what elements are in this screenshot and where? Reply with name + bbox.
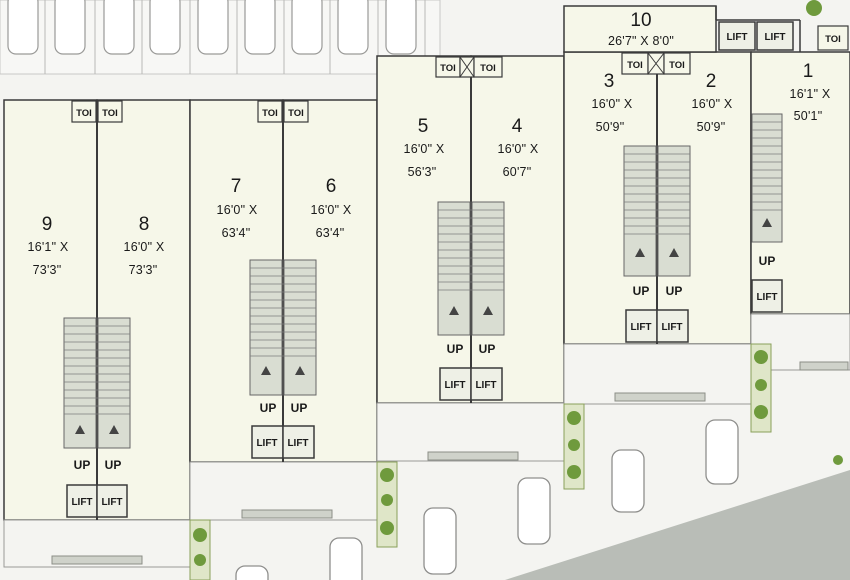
unit-8-number: 8 <box>139 214 150 235</box>
toilet-6 <box>283 100 309 123</box>
unit-5-number: 5 <box>418 116 429 137</box>
lift-label-7: LIFT <box>256 438 277 449</box>
lift-label-3: LIFT <box>630 322 651 333</box>
lift-label-2: LIFT <box>661 322 682 333</box>
lift-label-4: LIFT <box>475 380 496 391</box>
frontage-5-4 <box>376 402 565 462</box>
road <box>505 470 850 580</box>
up-label-9: UP <box>74 458 91 472</box>
toilet-label-5: TOI <box>440 63 456 74</box>
shop-8-floor <box>96 99 191 521</box>
up-label-6: UP <box>291 401 308 415</box>
lift-9 <box>66 484 98 518</box>
unit-3-depth: 50'9" <box>596 120 625 134</box>
lift-label-1: LIFT <box>756 292 777 303</box>
lift-label-6: LIFT <box>287 438 308 449</box>
toilet-label-4: TOI <box>480 63 496 74</box>
lift-label-5: LIFT <box>444 380 465 391</box>
staircase-5 <box>437 201 471 336</box>
unit-4-number: 4 <box>512 116 523 137</box>
toilet-8 <box>97 100 123 123</box>
lift-label-8: LIFT <box>101 497 122 508</box>
unit-2-width: 16'0" X <box>692 97 733 111</box>
unit-2-depth: 50'9" <box>697 120 726 134</box>
parked-cars <box>235 419 739 580</box>
unit-6-width: 16'0" X <box>311 203 352 217</box>
unit-5-depth: 56'3" <box>408 165 437 179</box>
unit-6-depth: 63'4" <box>316 226 345 240</box>
top-parking <box>0 0 441 75</box>
unit-8-width: 16'0" X <box>124 240 165 254</box>
lift-label-10-a: LIFT <box>726 32 747 43</box>
toilet-label-9: TOI <box>76 108 92 119</box>
lift-6 <box>282 425 315 459</box>
unit-1-depth: 50'1" <box>794 109 823 123</box>
lift-label-10-b: LIFT <box>764 32 785 43</box>
unit-1-width: 16'1" X <box>790 87 831 101</box>
lift-10-b <box>756 21 794 51</box>
unit-8-depth: 73'3" <box>129 263 158 277</box>
lift-2 <box>656 309 689 343</box>
lift-label-9: LIFT <box>71 497 92 508</box>
staircase-4 <box>471 201 505 336</box>
toilet-label-2: TOI <box>669 60 685 71</box>
unit-1-number: 1 <box>803 61 814 82</box>
planters <box>189 0 843 580</box>
shop-10-floor <box>563 5 717 53</box>
unit-10-size: 26'7" X 8'0" <box>608 34 674 48</box>
lift-3 <box>625 309 658 343</box>
unit-6-number: 6 <box>326 176 337 197</box>
unit-9-depth: 73'3" <box>33 263 62 277</box>
lift-10-a <box>718 21 756 51</box>
unit-3-width: 16'0" X <box>592 97 633 111</box>
up-label-7: UP <box>260 401 277 415</box>
unit-4-depth: 60'7" <box>503 165 532 179</box>
unit-7-depth: 63'4" <box>222 226 251 240</box>
shop-9-floor <box>3 99 98 521</box>
unit-7-number: 7 <box>231 176 242 197</box>
up-label-4: UP <box>479 342 496 356</box>
toilet-label-3: TOI <box>627 60 643 71</box>
unit-4-width: 16'0" X <box>498 142 539 156</box>
toilet-label-6: TOI <box>288 108 304 119</box>
unit-5-width: 16'0" X <box>404 142 445 156</box>
up-label-8: UP <box>105 458 122 472</box>
unit-9-number: 9 <box>42 214 53 235</box>
toilet-2 <box>663 52 691 75</box>
up-label-5: UP <box>447 342 464 356</box>
toilet-4 <box>473 56 503 78</box>
up-label-1: UP <box>759 254 776 268</box>
toilet-label-1: TOI <box>825 34 841 45</box>
lift-7 <box>251 425 284 459</box>
toilet-9 <box>71 100 97 123</box>
up-label-3: UP <box>633 284 650 298</box>
lift-8 <box>96 484 128 518</box>
unit-2-number: 2 <box>706 71 717 92</box>
unit-7-width: 16'0" X <box>217 203 258 217</box>
toilet-7 <box>257 100 283 123</box>
unit-9-width: 16'1" X <box>28 240 69 254</box>
unit-3-number: 3 <box>604 71 615 92</box>
toilet-label-7: TOI <box>262 108 278 119</box>
lift-4 <box>470 367 503 401</box>
toilet-1 <box>817 25 849 51</box>
unit-10-number: 10 <box>630 10 651 31</box>
toilet-label-8: TOI <box>102 108 118 119</box>
lift-1 <box>751 279 783 313</box>
up-label-2: UP <box>666 284 683 298</box>
